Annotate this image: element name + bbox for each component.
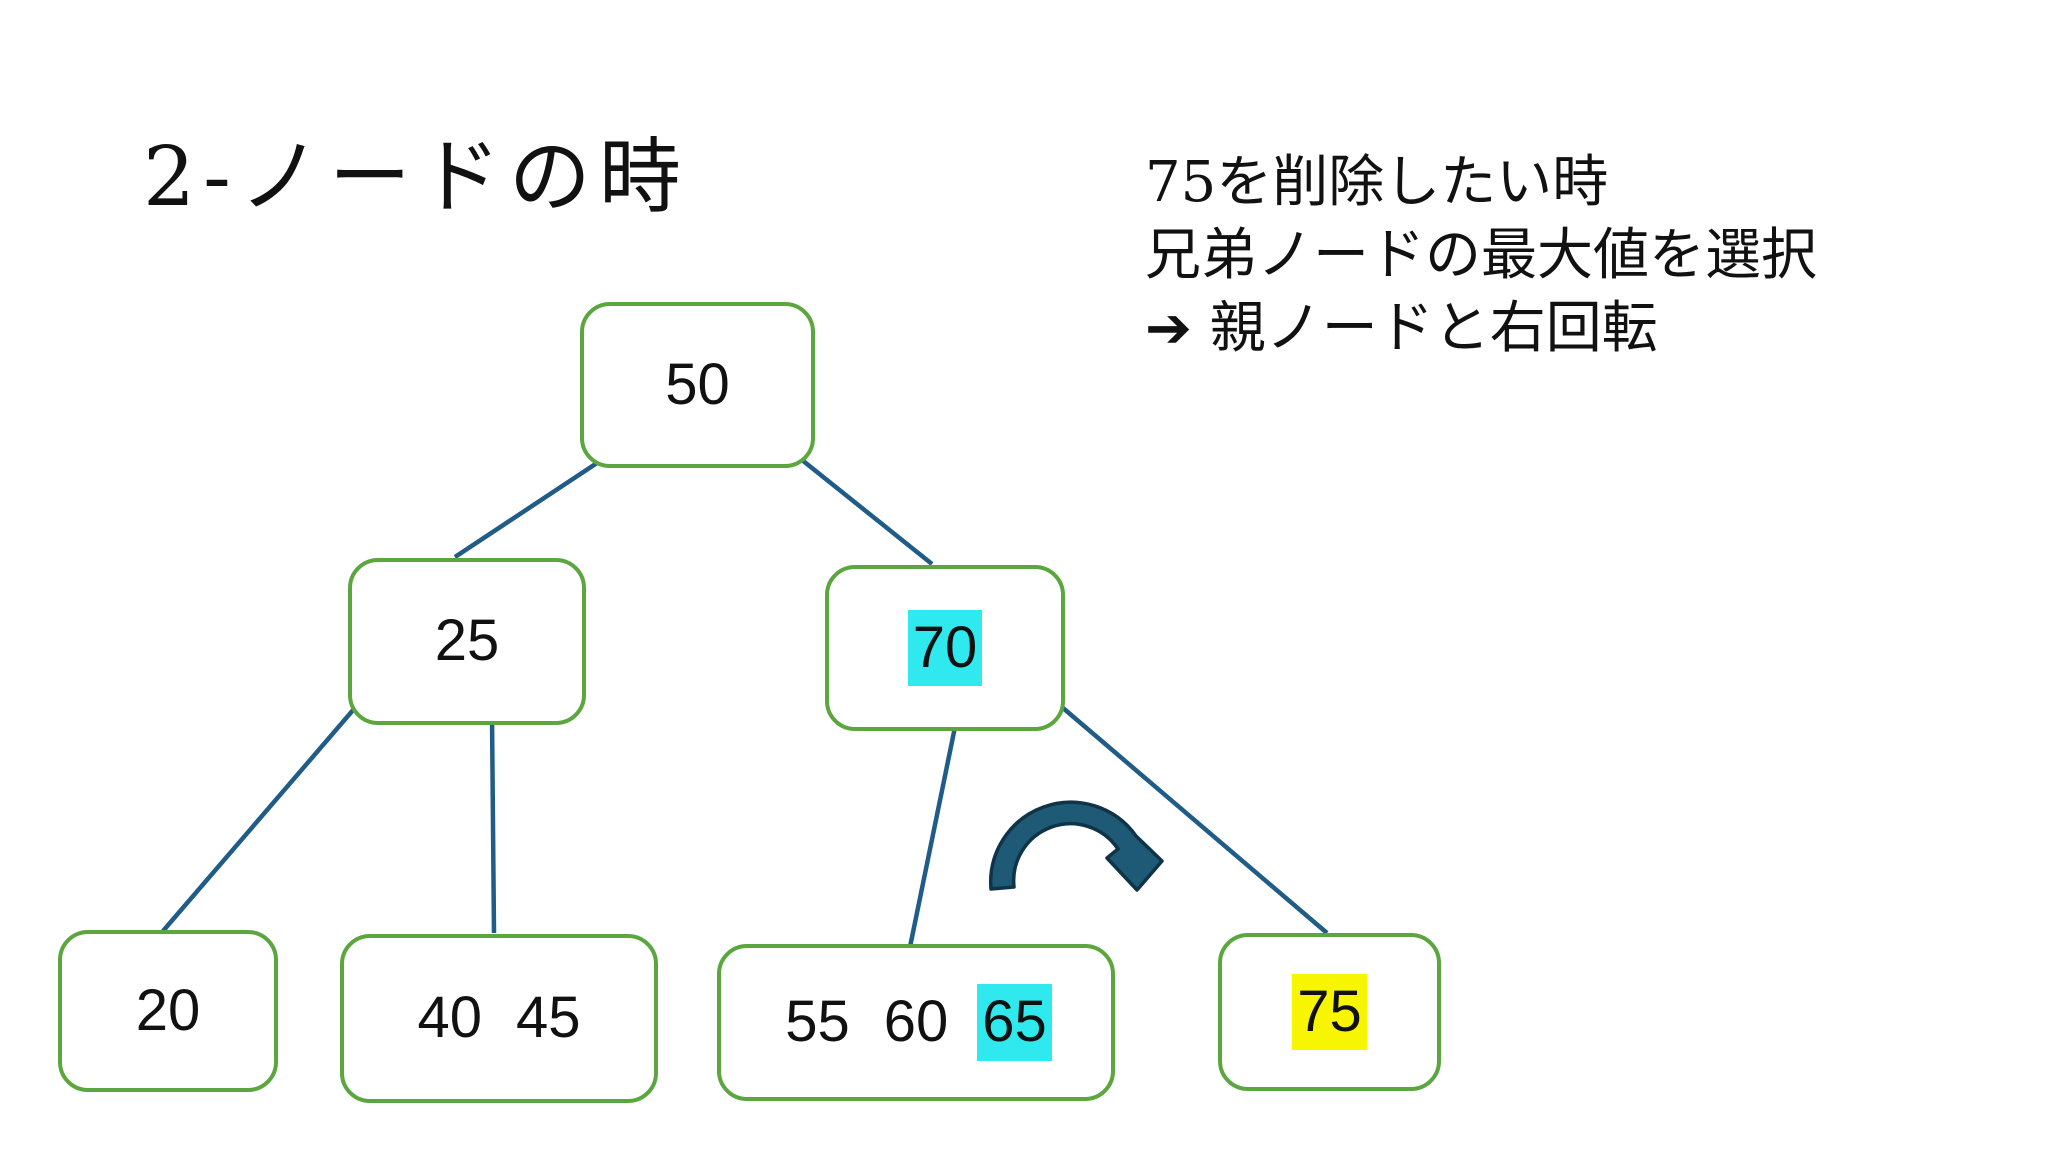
note-line-3: ➔ 親ノードと右回転 <box>1145 296 1658 361</box>
node-key: 60 <box>883 989 949 1055</box>
edge-70-to-75 <box>1061 706 1329 935</box>
tree-node-20: 20 <box>58 930 278 1092</box>
edge-25-to-20 <box>161 700 362 933</box>
tree-node-55-60-65: 55 60 65 <box>717 944 1115 1101</box>
tree-node-70: 70 <box>825 565 1065 731</box>
node-key: 45 <box>516 985 581 1051</box>
note-line-2: 兄弟ノードの最大値を選択 <box>1145 223 1817 288</box>
note-line-1: 75を削除したい時 <box>1145 150 1609 215</box>
node-key: 55 <box>785 989 850 1055</box>
node-key: 40 <box>417 985 482 1051</box>
node-key-highlighted: 65 <box>977 984 1052 1061</box>
right-rotation-arrow-icon <box>988 800 1164 892</box>
note-text: 75を削除したい時 兄弟ノードの最大値を選択 ➔ 親ノードと右回転 <box>1145 146 1817 365</box>
tree-node-25: 25 <box>348 558 586 725</box>
edge-70-to-556065 <box>907 726 958 948</box>
node-key: 50 <box>665 351 730 417</box>
slide-title: 2-ノードの時 <box>143 130 689 225</box>
edge-root-to-25 <box>453 459 602 559</box>
node-key: 20 <box>135 977 201 1043</box>
tree-node-50: 50 <box>580 302 815 468</box>
node-key-highlighted: 75 <box>1292 973 1367 1051</box>
node-key-highlighted: 70 <box>907 609 983 687</box>
edge-25-to-4045 <box>489 716 497 934</box>
tree-node-75: 75 <box>1218 933 1441 1091</box>
tree-node-40-45: 40 45 <box>340 934 658 1103</box>
edge-root-to-70 <box>800 458 934 566</box>
node-key: 25 <box>434 608 500 674</box>
